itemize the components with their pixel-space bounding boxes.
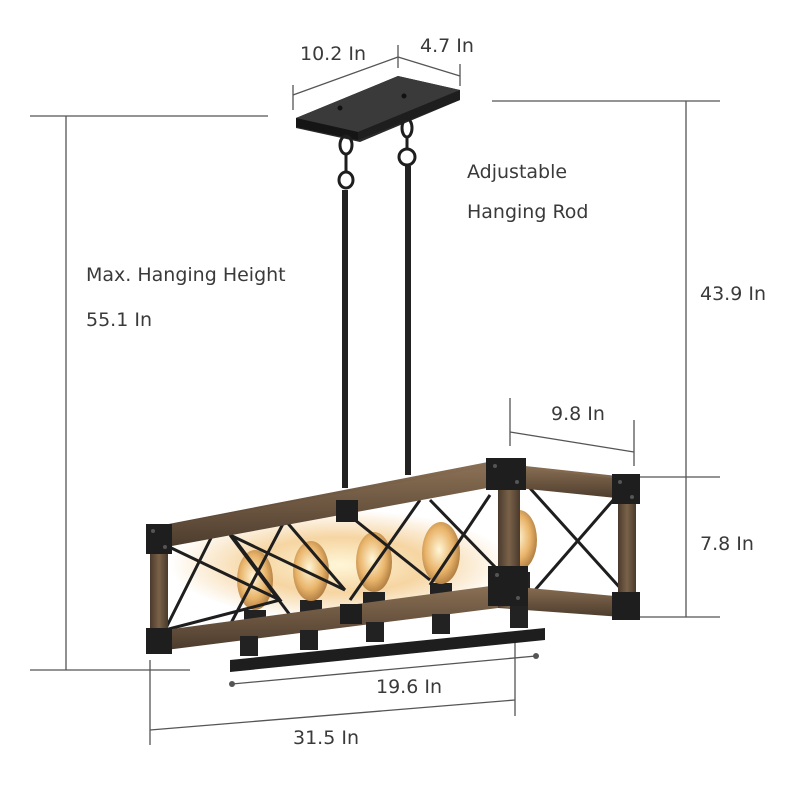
adjustable-rod-label-line1: Adjustable xyxy=(467,161,568,183)
adjustable-rod-label-line2: Hanging Rod xyxy=(467,201,589,223)
canopy-depth-label: 4.7 In xyxy=(420,35,474,57)
bulb-span-line xyxy=(231,655,537,685)
max-height-label-line1: Max. Hanging Height xyxy=(86,264,286,286)
fixture-length-label: 31.5 In xyxy=(293,727,359,749)
fixture-height-label: 7.8 In xyxy=(700,533,754,555)
max-height-label-line2: 55.1 In xyxy=(86,309,152,331)
bottom-plate xyxy=(230,606,545,672)
fixture-front-frame xyxy=(150,465,636,652)
canopy-width-line xyxy=(292,56,399,96)
hanging-rods xyxy=(337,117,417,488)
canopy-width-label: 10.2 In xyxy=(300,43,366,65)
fixture-length-line xyxy=(149,699,516,731)
fixture-depth-label: 9.8 In xyxy=(551,403,605,425)
fixture-depth-line xyxy=(509,431,635,453)
canopy-depth-line xyxy=(397,56,461,77)
rod-length-label: 43.9 In xyxy=(700,283,766,305)
bulb-span-label: 19.6 In xyxy=(376,676,442,698)
ceiling-canopy xyxy=(296,76,460,142)
metal-brackets xyxy=(146,458,640,654)
dimension-lines xyxy=(30,45,720,745)
